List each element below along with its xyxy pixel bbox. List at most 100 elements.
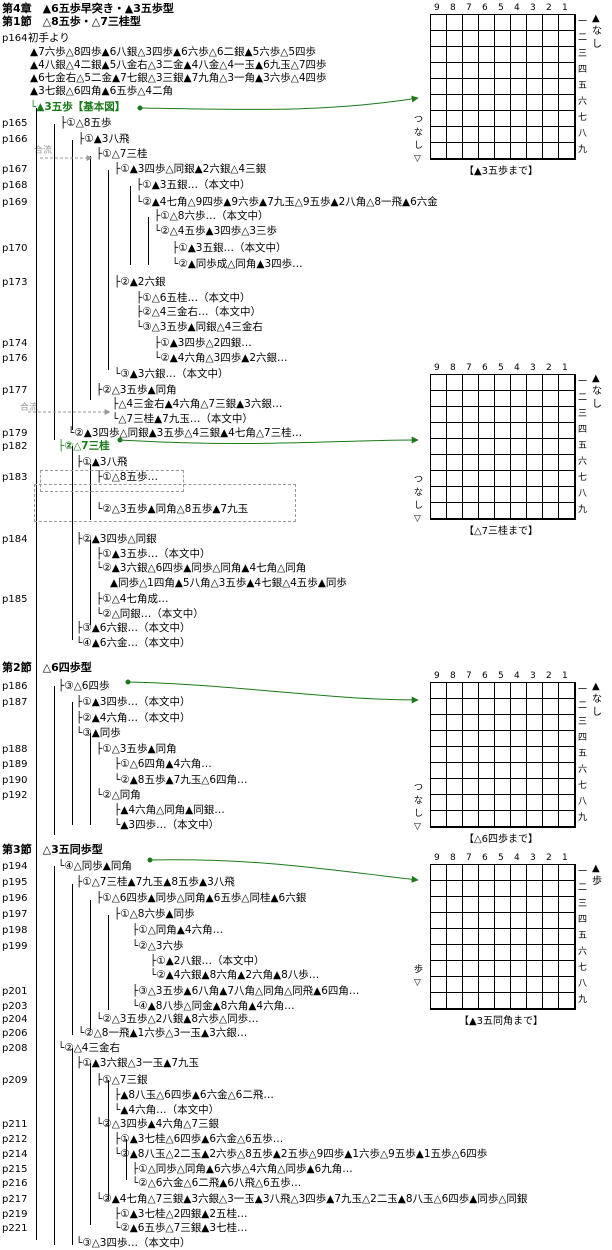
page-ref: p208 [2, 1043, 28, 1054]
sente-hand: つなし▽ [414, 783, 424, 832]
file-label: 5 [498, 363, 504, 373]
page-ref: p176 [2, 353, 28, 364]
file-label: 8 [450, 363, 456, 373]
rank-label: 二 [578, 883, 588, 893]
page-ref: p170 [2, 243, 28, 254]
move-line: └②▲3六銀△6四歩▲同歩△同角▲4七角△同角 [96, 562, 307, 574]
rank-label: 六 [578, 947, 588, 957]
file-label: 6 [482, 363, 488, 373]
file-label: 4 [514, 853, 520, 863]
move-line: └③▲同歩 [76, 727, 121, 739]
rank-label: 七 [578, 781, 588, 791]
rank-label: 三 [578, 899, 588, 909]
move-line: └▲3五歩【基本図】 [30, 101, 126, 113]
file-label: 2 [546, 671, 552, 681]
move-line: ├①▲3五銀…（本文中） [172, 242, 287, 254]
file-label: 8 [450, 853, 456, 863]
tree-connector [72, 702, 73, 825]
rank-label: 四 [578, 733, 588, 743]
move-line: └②△6六金△6二飛▲6八飛△6五歩… [132, 1177, 302, 1189]
page-ref: p184 [2, 534, 28, 545]
move-line: └②△同角 [96, 789, 141, 801]
move-line: └②▲3四歩△同銀▲3五歩△4三銀▲4七角△7三桂… [68, 427, 303, 439]
file-label: 8 [450, 671, 456, 681]
rank-label: 二 [578, 33, 588, 43]
move-line: ├①△7三桂 [96, 148, 148, 160]
file-label: 6 [482, 853, 488, 863]
tree-connector [148, 217, 149, 265]
tree-connector [90, 900, 91, 1030]
tree-connector [72, 1048, 73, 1245]
page-ref: p212 [2, 1134, 28, 1145]
rank-label: 一 [578, 17, 588, 27]
move-line: └②△4三金右 [58, 1042, 120, 1054]
tree-connector [72, 446, 73, 640]
gote-hand: ▲なし [592, 13, 602, 50]
gote-hand: ▲なし [592, 681, 602, 718]
page-ref: p217 [2, 1194, 28, 1205]
tree-connector [36, 108, 37, 1240]
rank-label: 七 [578, 963, 588, 973]
move-line: ├②▲2六銀 [114, 276, 166, 288]
file-label: 1 [562, 363, 568, 373]
file-label: 4 [514, 671, 520, 681]
page-ref: p216 [2, 1178, 28, 1189]
move-line: └④△同歩▲同角 [58, 860, 132, 872]
move-line: ├①▲3四歩△同銀▲2六銀△4三銀 [114, 163, 267, 175]
move-line: ├①▲3五銀…（本文中） [136, 179, 251, 191]
page-ref: p167 [2, 164, 28, 175]
move-line: ├③▲6六銀…（本文中） [76, 622, 191, 634]
page-ref: p201 [2, 986, 28, 997]
move-line: ▲6七金右△5二金▲7七銀△3三銀▲7九角△3一角▲3六歩△4四歩 [30, 72, 327, 84]
gote-hand: ▲なし [592, 373, 602, 410]
move-line: ├①△6四角▲4六角… [114, 758, 212, 770]
page-ref: p215 [2, 1164, 28, 1175]
page-ref: p188 [2, 744, 28, 755]
move-line: └②△4五歩▲3四歩△3三歩 [154, 225, 278, 237]
move-line: └③△3四歩…（本文中） [76, 1237, 191, 1249]
file-label: 2 [546, 853, 552, 863]
page-ref: p209 [2, 1075, 28, 1086]
file-label: 8 [450, 3, 456, 13]
page-ref: p182 [2, 441, 28, 452]
rank-label: 六 [578, 97, 588, 107]
move-line: └④▲8八歩△同金▲8六角▲4六角… [132, 1000, 295, 1012]
tree-connector [90, 733, 91, 825]
move-line: 初手より [28, 32, 70, 44]
merge-box [40, 470, 184, 492]
move-line: ├△4三金右▲4六角△7三銀▲3六銀… [112, 398, 283, 410]
tree-connector [130, 186, 131, 265]
rank-label: 二 [578, 701, 588, 711]
page-ref: p199 [2, 941, 28, 952]
move-line: ├①▲3四歩…（本文中） [76, 696, 191, 708]
move-line: ├②▲3四歩△同銀 [76, 533, 157, 545]
rank-label: 六 [578, 457, 588, 467]
file-label: 4 [514, 363, 520, 373]
rank-label: 五 [578, 81, 588, 91]
rank-label: 八 [578, 129, 588, 139]
page-ref: p194 [2, 861, 28, 872]
move-line: ▲同歩△1四角▲5八角△3五歩▲4七銀△4五歩▲同歩 [110, 577, 347, 589]
gote-hand: ▲歩 [592, 863, 602, 887]
page-ref: p197 [2, 909, 28, 920]
move-line: └②△同銀…（本文中） [96, 608, 204, 620]
file-label: 2 [546, 3, 552, 13]
move-line: └②△3六歩 [132, 940, 184, 952]
move-line: ├②△4三金右…（本文中） [136, 306, 261, 318]
file-label: 9 [434, 3, 440, 13]
move-line: ├①▲3五歩…（本文中） [96, 548, 211, 560]
rank-label: 九 [578, 145, 588, 155]
tree-connector [54, 124, 55, 440]
tree-connector [126, 1139, 127, 1180]
file-label: 2 [546, 363, 552, 373]
tree-connector [108, 915, 109, 1010]
rank-label: 一 [578, 867, 588, 877]
rank-label: 八 [578, 979, 588, 989]
page-ref: p219 [2, 1209, 28, 1220]
file-label: 3 [530, 853, 536, 863]
rank-label: 八 [578, 797, 588, 807]
move-line: ├①△4七角成… [96, 593, 169, 605]
move-line: └③△3五歩▲同銀△4三金右 [136, 321, 263, 333]
page-ref: p186 [2, 681, 28, 692]
board-caption: 【△7三桂まで】 [463, 526, 539, 537]
